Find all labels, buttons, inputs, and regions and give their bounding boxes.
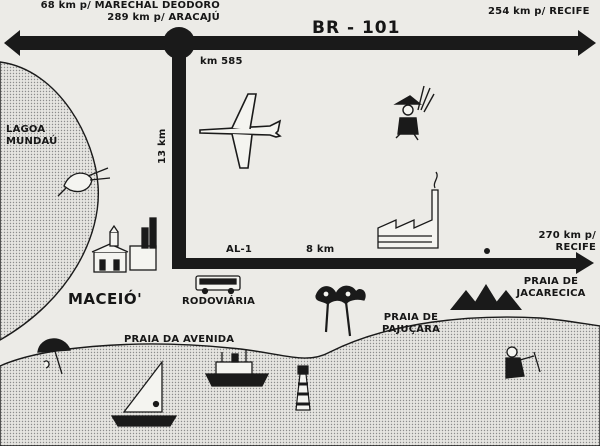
mountains-logo-icon <box>450 284 522 310</box>
beach-avenida-label: PRAIA DA AVENIDA <box>124 334 235 345</box>
lighthouse-icon <box>295 365 311 411</box>
beach-jacarecica-line1: PRAIA DE <box>523 276 579 287</box>
east-destination-top: 254 km p/ RECIFE <box>488 6 590 17</box>
connector-road <box>172 45 186 269</box>
bus-icon <box>195 275 241 295</box>
lagoon-area <box>0 61 100 341</box>
west-destinations: 68 km p/ MARECHAL DEODORO 289 km p/ ARAC… <box>4 0 220 24</box>
beach-pajucara-line2: PAJUÇARA <box>381 324 441 335</box>
lagoon-label-line2: MUNDAÚ <box>6 136 58 147</box>
bus-station-label: RODOVIÁRIA <box>182 296 256 307</box>
beach-jacarecica-label: PRAIA DE JACARECICA <box>506 276 596 300</box>
beach-jacarecica-line2: JACARECICA <box>516 288 586 299</box>
sailboat-icon <box>110 360 178 427</box>
church-houses-icon <box>91 217 157 273</box>
road-length-al1: 8 km <box>306 244 335 255</box>
beach-pajucara-label: PRAIA DE PAJUÇARA <box>378 312 444 336</box>
sugarcane-worker-icon <box>393 85 435 141</box>
ship-icon <box>204 350 270 387</box>
lagoon-label: LAGOA MUNDAÚ <box>6 124 58 148</box>
highway-br101 <box>14 36 580 50</box>
connector-length: 13 km <box>157 128 168 164</box>
highway-name: BR - 101 <box>312 18 401 38</box>
road-name-al1: AL-1 <box>226 244 253 255</box>
airplane-icon <box>199 93 282 169</box>
diver-icon <box>505 346 541 379</box>
east-destination-bottom: 270 km p/ RECIFE <box>520 230 596 254</box>
junction-roundabout <box>163 27 195 59</box>
arrow-east <box>578 30 596 56</box>
beach-pajucara-line1: PRAIA DE <box>383 312 439 323</box>
east-destination-bottom-line1: 270 km p/ <box>538 230 596 241</box>
arrow-east-al1 <box>576 252 594 274</box>
shrimp-icon <box>57 167 111 197</box>
west-destination-2: 289 km p/ ARACAJÚ <box>107 12 220 23</box>
road-dot-marker <box>484 248 490 254</box>
city-label: MACEIÓ' <box>68 290 143 308</box>
palm-trees-icon <box>315 285 366 337</box>
lagoon-label-line1: LAGOA <box>6 124 46 135</box>
junction-km: km 585 <box>200 56 243 67</box>
west-destination-1: 68 km p/ MARECHAL DEODORO <box>40 0 220 11</box>
factory-icon <box>377 171 439 249</box>
east-destination-bottom-line2: RECIFE <box>555 242 596 253</box>
road-al1 <box>178 258 578 269</box>
arrow-west <box>4 30 20 56</box>
sun-umbrella-icon <box>37 338 71 375</box>
